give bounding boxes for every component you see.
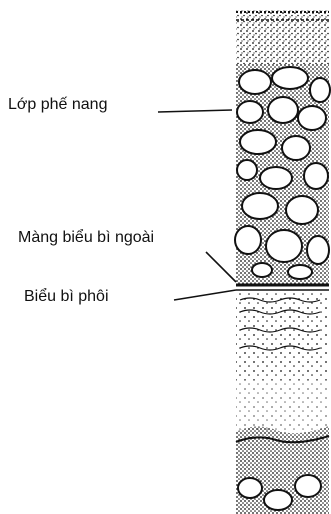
embryonic-epidermis-region	[236, 292, 329, 380]
leader-line-embryonic-epidermis	[174, 290, 236, 300]
lower-dense-band	[236, 426, 329, 460]
leader-line-alveolar-layer	[158, 110, 232, 112]
label-alveolar-layer: Lớp phế nang	[8, 96, 107, 114]
leader-line-outer-membrane	[206, 252, 236, 282]
label-embryonic-epidermis: Biểu bì phôi	[24, 288, 109, 306]
top-stippled-band	[236, 10, 329, 64]
label-outer-epidermal-membrane: Màng biểu bì ngoài	[18, 229, 154, 247]
tissue-column	[235, 10, 330, 514]
leader-lines	[158, 110, 236, 300]
lower-sparse-region	[236, 380, 329, 430]
